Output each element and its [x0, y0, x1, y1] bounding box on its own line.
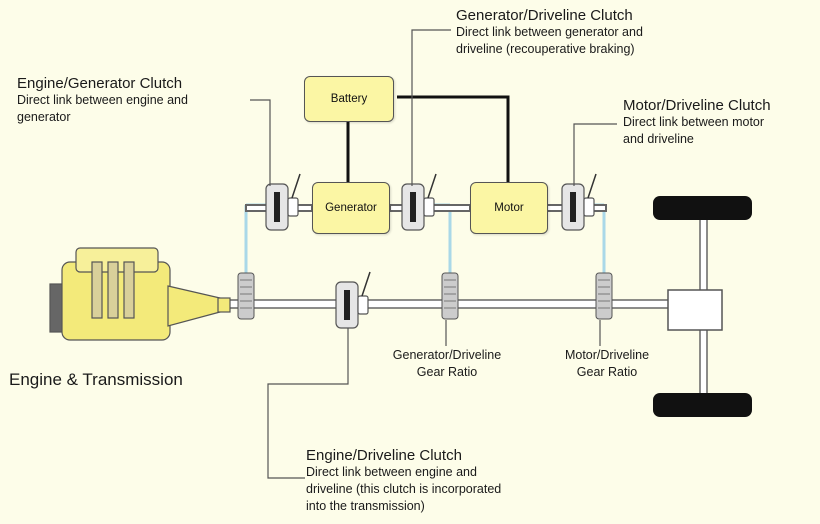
callout-desc-line: driveline (recouperative braking) — [456, 42, 635, 56]
generator-gear-ratio-label: Generator/Driveline Gear Ratio — [380, 347, 514, 381]
battery-label: Battery — [330, 93, 368, 105]
gear-ratio-line: Gear Ratio — [576, 365, 638, 379]
battery-box: Battery — [304, 76, 394, 122]
callout-generator-driveline-clutch: Generator/Driveline Clutch Direct link b… — [456, 7, 643, 58]
callout-title: Engine/Driveline Clutch — [306, 447, 462, 464]
callout-desc-line: Direct link between engine and — [306, 465, 477, 479]
gear-ratio-line: Gear Ratio — [416, 365, 478, 379]
callout-title: Motor/Driveline Clutch — [623, 97, 771, 114]
generator-label: Generator — [325, 202, 377, 214]
callout-desc-line: into the transmission) — [306, 499, 425, 513]
callout-desc-line: driveline (this clutch is incorporated — [306, 482, 502, 496]
callout-title: Engine/Generator Clutch — [17, 75, 183, 92]
motor-box: Motor — [470, 182, 548, 234]
motor-gear-ratio-label: Motor/Driveline Gear Ratio — [548, 347, 666, 381]
engine-transmission — [49, 247, 231, 341]
motor-label: Motor — [494, 202, 524, 214]
gear-ratio-line: Generator/Driveline — [392, 348, 502, 362]
callout-desc-line: Direct link between engine and — [17, 93, 188, 107]
callout-title: Generator/Driveline Clutch — [456, 7, 633, 24]
gear-ratio-line: Motor/Driveline — [564, 348, 650, 362]
callout-desc-line: Direct link between generator and — [456, 25, 643, 39]
generator-box: Generator — [312, 182, 390, 234]
callout-desc-line: and driveline — [623, 132, 694, 146]
engine-transmission-label: Engine & Transmission — [9, 370, 183, 389]
callout-desc-line: generator — [17, 110, 71, 124]
callout-engine-driveline-clutch: Engine/Driveline Clutch Direct link betw… — [306, 447, 501, 515]
callout-desc-line: Direct link between motor — [623, 115, 765, 129]
callout-engine-generator-clutch: Engine/Generator Clutch Direct link betw… — [17, 75, 188, 126]
callout-motor-driveline-clutch: Motor/Driveline Clutch Direct link betwe… — [623, 97, 771, 148]
